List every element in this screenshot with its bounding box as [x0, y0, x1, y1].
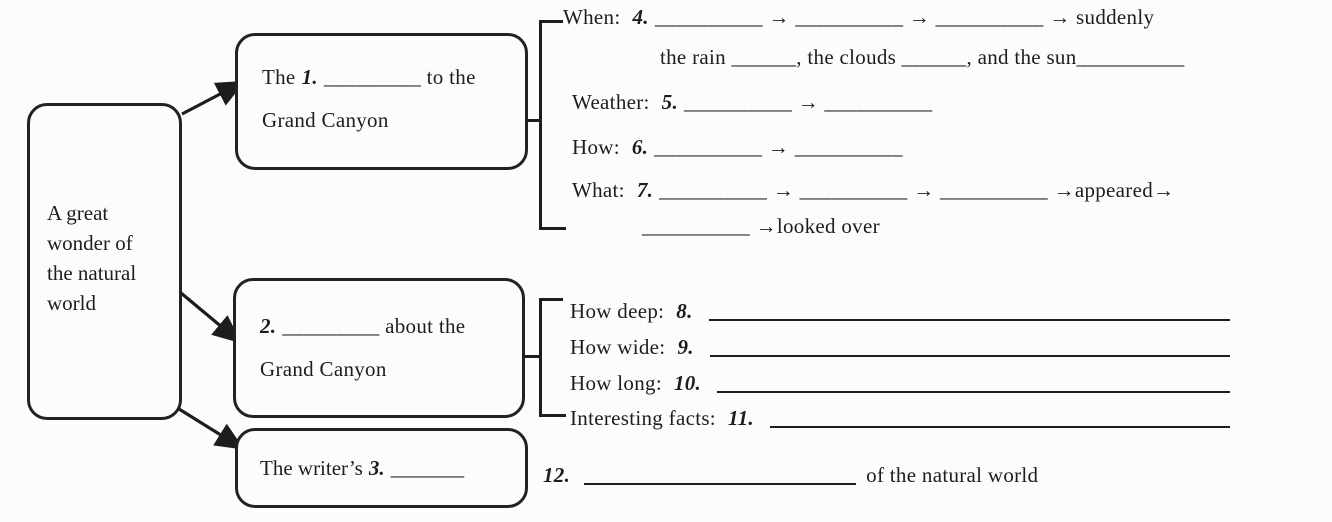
branch-arrows: [178, 80, 243, 450]
line-when-continued-text: the rain ______, the clouds ______, and …: [660, 45, 1185, 69]
row-interesting-facts-blank: [769, 412, 1230, 428]
line-when-blanks: __________ → __________ → __________ → s…: [654, 5, 1155, 29]
box2-bracket-connector: [522, 355, 542, 358]
line-how-blanks: __________ → __________: [654, 135, 903, 159]
line-how-label: How:: [572, 135, 620, 159]
line-when: When: 4.__________ → __________ → _______…: [563, 5, 1154, 30]
box1-bracket-connector: [525, 119, 542, 122]
line-when-label: When:: [563, 5, 621, 29]
bracket2-vertical: [539, 298, 542, 417]
row-how-wide-blank: [709, 341, 1230, 357]
row-how-wide-label: How wide:: [570, 335, 666, 359]
row-how-deep-blank: [708, 305, 1230, 321]
line-how: How: 6.__________ → __________: [572, 135, 903, 160]
line-what: What: 7.__________ → __________ → _______…: [572, 178, 1174, 203]
line-12-number: 12.: [543, 463, 571, 487]
root-box-line: world: [47, 291, 96, 315]
line-weather-label: Weather:: [572, 90, 650, 114]
bracket1-bottom-tick: [539, 227, 566, 230]
bracket2-bottom-tick: [539, 414, 566, 417]
arrow-to-box1: [181, 80, 243, 116]
box1-text-pre: The: [262, 65, 296, 89]
row-how-deep-number: 8.: [676, 299, 693, 323]
line-weather: Weather: 5.__________ → __________: [572, 90, 932, 115]
row-interesting-facts-number: 11.: [727, 406, 754, 430]
box2-number: 2.: [260, 314, 277, 338]
arrow-to-box3: [178, 407, 243, 450]
row-interesting-facts-label: Interesting facts:: [570, 406, 716, 430]
row-how-long: How long: 10.: [570, 371, 1230, 396]
line-what-continued: __________ →looked over: [642, 214, 880, 239]
box3-number: 3.: [368, 456, 385, 480]
arrow-to-box2: [179, 291, 242, 344]
row-how-deep: How deep: 8.: [570, 299, 1230, 324]
line-how-number: 6.: [631, 135, 649, 159]
row-how-wide: How wide: 9.: [570, 335, 1230, 360]
bracket1-vertical: [539, 20, 542, 230]
box3-text-pre: The writer’s: [260, 456, 363, 480]
bracket2-top-tick: [539, 298, 563, 301]
row-how-long-blank: [717, 377, 1230, 393]
line-what-number: 7.: [636, 178, 654, 202]
line-weather-blanks: __________ → __________: [684, 90, 933, 114]
line-what-continued-text: __________ →looked over: [642, 214, 880, 238]
line-12-feeling: 12. of the natural world: [543, 463, 1038, 488]
box1-number: 1.: [301, 65, 318, 89]
line-what-label: What:: [572, 178, 625, 202]
box2-text-post: _________ about the Grand Canyon: [260, 314, 466, 381]
line-12-text: of the natural world: [866, 463, 1039, 487]
line-when-continued: the rain ______, the clouds ______, and …: [660, 45, 1185, 70]
line-what-blanks: __________ → __________ → __________ →ap…: [659, 178, 1175, 202]
box1-text-post: _________ to the Grand Canyon: [262, 65, 476, 132]
row-how-wide-number: 9.: [677, 335, 694, 359]
box3-text-post: _______: [390, 456, 465, 480]
row-how-long-label: How long:: [570, 371, 662, 395]
line-12-blank: [584, 469, 857, 485]
root-box-line: the natural: [47, 261, 137, 285]
root-box: A great wonder of the natural world: [27, 103, 182, 420]
row-how-deep-label: How deep:: [570, 299, 665, 323]
line-when-number: 4.: [632, 5, 649, 29]
row-interesting-facts: Interesting facts: 11.: [570, 406, 1230, 431]
line-weather-number: 5.: [661, 90, 679, 114]
bracket1-top-tick: [539, 20, 563, 23]
root-box-line: A great: [47, 201, 109, 225]
root-box-line: wonder of: [47, 231, 133, 255]
row-how-long-number: 10.: [673, 371, 702, 395]
box-facts-about-grand-canyon: 2._________ about the Grand Canyon: [233, 278, 525, 418]
